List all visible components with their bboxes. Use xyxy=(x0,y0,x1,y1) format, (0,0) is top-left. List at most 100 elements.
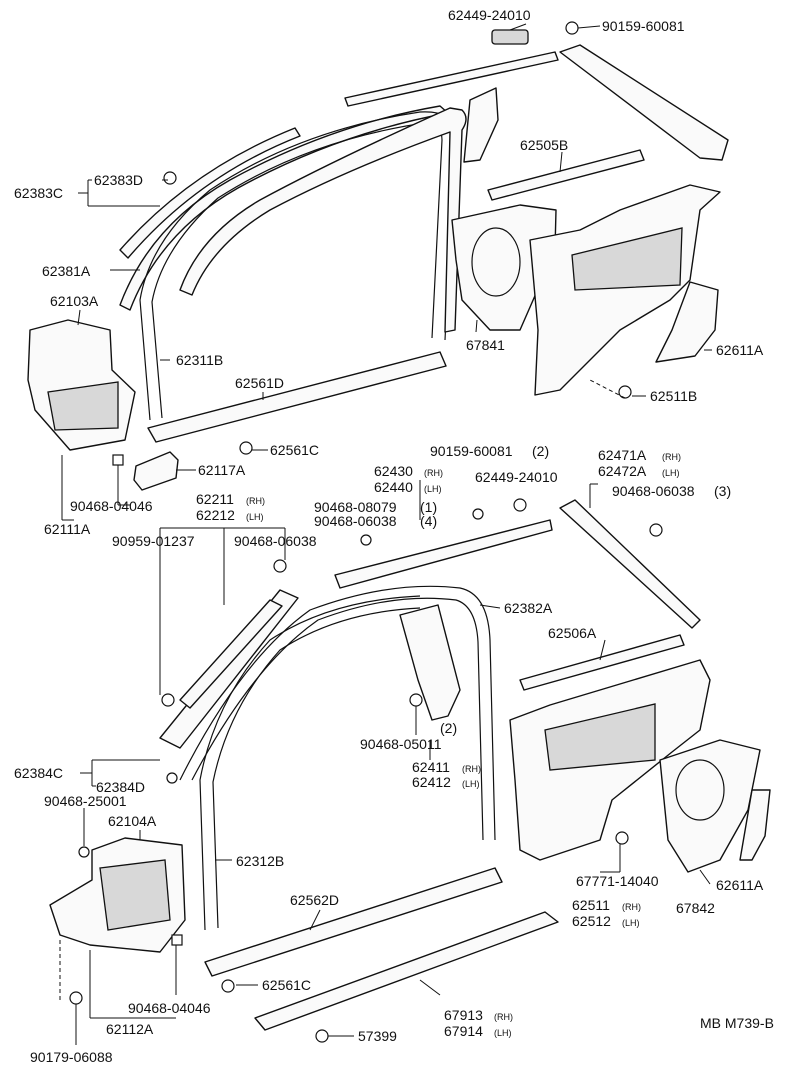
top-assembly xyxy=(27,21,729,491)
label-62411: 62411 xyxy=(412,759,450,775)
roof-molding-upper xyxy=(344,51,559,107)
trim-cover-62611a-bottom xyxy=(739,789,771,861)
label-62311b: 62311B xyxy=(176,352,223,368)
roof-rail-62430 xyxy=(334,519,553,589)
clip-90468-05011 xyxy=(409,693,423,707)
pillar-garnish-62471a xyxy=(559,499,701,629)
label-90159-60081-top: 90159-60081 xyxy=(602,18,685,34)
label-90468-08079: 90468-08079 xyxy=(314,499,397,515)
label-62449-24010-mid: 62449-24010 xyxy=(475,469,558,485)
label-62562d: 62562D xyxy=(290,892,339,908)
label-90468-06038-mid-qty: (4) xyxy=(420,513,437,529)
label-90468-08079-qty: (1) xyxy=(420,499,437,515)
label-62382a: 62382A xyxy=(504,600,553,616)
cowl-side-inner-62104a xyxy=(99,859,171,931)
leader-lines xyxy=(59,23,712,1045)
trim-strip-62505b xyxy=(487,149,645,201)
clip-90468-25001 xyxy=(78,846,90,858)
speaker-opening-67842 xyxy=(675,759,725,821)
label-90468-05011: 90468-05011 xyxy=(360,736,442,752)
label-62512: 62512 xyxy=(572,913,611,929)
clip-62511b xyxy=(618,385,632,399)
quarter-panel-67841 xyxy=(451,204,557,331)
label-62561c-top: 62561C xyxy=(270,442,319,458)
label-90468-25001: 90468-25001 xyxy=(44,793,127,809)
label-90468-06038-mid: 90468-06038 xyxy=(314,513,397,529)
label-90468-04046-bottom: 90468-04046 xyxy=(128,1000,211,1016)
label-62383c: 62383C xyxy=(14,185,63,201)
label-62561c-bottom: 62561C xyxy=(262,977,311,993)
clip-62449-24010-mid xyxy=(513,498,527,512)
label-62561d: 62561D xyxy=(235,375,284,391)
rear-pillar-upper xyxy=(463,87,499,163)
clip-57399 xyxy=(315,1029,329,1043)
cover-62117a xyxy=(133,451,179,491)
label-67914: 67914 xyxy=(444,1023,483,1039)
clip-62561c-bottom xyxy=(221,979,235,993)
trim-strip-62506a xyxy=(519,634,685,691)
clip-90468-06038-left xyxy=(273,559,287,573)
upper-frame-trim xyxy=(179,107,467,333)
label-62103a: 62103A xyxy=(50,293,99,309)
clip-90468-04046-bottom xyxy=(171,934,183,946)
label-90468-06038-right-qty: (3) xyxy=(714,483,731,499)
clip-62561c-top xyxy=(239,441,253,455)
label-62212: 62212 xyxy=(196,507,235,523)
label-67913: 67913 xyxy=(444,1007,483,1023)
label-57399: 57399 xyxy=(358,1028,397,1044)
label-90468-06038-left: 90468-06038 xyxy=(234,533,317,549)
label-62211-side: (RH) xyxy=(246,496,265,506)
rear-quarter-trim-pocket xyxy=(571,227,683,291)
label-62471a: 62471A xyxy=(598,447,647,463)
cowl-side-inner-62103a xyxy=(47,381,119,431)
label-62411-side: (RH) xyxy=(462,764,481,774)
label-62440-side: (LH) xyxy=(424,484,442,494)
weatherstrip-62312b xyxy=(199,595,421,931)
part-labels: 62449-24010 90159-60081 62505B 62383D 62… xyxy=(14,7,774,1065)
label-62212-side: (LH) xyxy=(246,512,264,522)
roof-garnish-right xyxy=(559,44,729,161)
scuff-plate-62562d xyxy=(204,867,503,977)
weatherstrip-62312b-inner xyxy=(212,607,421,929)
label-62472a-side: (LH) xyxy=(662,468,680,478)
speaker-opening-67841 xyxy=(471,227,521,297)
label-90468-06038-right: 90468-06038 xyxy=(612,483,695,499)
label-62112a: 62112A xyxy=(106,1021,154,1037)
label-62312b: 62312B xyxy=(236,853,284,869)
label-62471a-side: (RH) xyxy=(662,452,681,462)
label-67842: 67842 xyxy=(676,900,715,916)
center-pillar-62211 xyxy=(159,589,299,749)
label-62506a: 62506A xyxy=(548,625,597,641)
label-62384c: 62384C xyxy=(14,765,63,781)
cowl-side-trim-62111a xyxy=(27,319,136,451)
clip-62384d xyxy=(166,772,178,784)
trim-cover-62611a-top xyxy=(655,281,719,363)
clip-90959-01237 xyxy=(161,693,175,707)
label-62505b: 62505B xyxy=(520,137,568,153)
label-62211: 62211 xyxy=(196,491,234,507)
diagram-code: MB M739-B xyxy=(700,1015,774,1031)
label-62611a-top: 62611A xyxy=(716,342,764,358)
label-67771-14040: 67771-14040 xyxy=(576,873,659,889)
label-90179-06088: 90179-06088 xyxy=(30,1049,113,1065)
center-pillar-62211-inner xyxy=(179,599,283,709)
label-90468-05011-qty: (2) xyxy=(440,720,457,736)
clip-62383d xyxy=(163,171,177,185)
screw-90159-60081-mid xyxy=(472,508,484,520)
label-62412-side: (LH) xyxy=(462,779,480,789)
label-62381a: 62381A xyxy=(42,263,91,279)
label-62430: 62430 xyxy=(374,463,413,479)
label-62472a: 62472A xyxy=(598,463,647,479)
clip-90468-08079 xyxy=(360,534,372,546)
label-62111a: 62111A xyxy=(44,521,91,537)
label-62104a: 62104A xyxy=(108,813,157,829)
bottom-assembly xyxy=(49,498,771,1043)
label-62611a-bottom: 62611A xyxy=(716,877,764,893)
label-62383d: 62383D xyxy=(94,172,143,188)
rear-quarter-trim-lower-pocket xyxy=(544,703,656,771)
label-90468-04046-top: 90468-04046 xyxy=(70,498,153,514)
label-62511-side: (RH) xyxy=(622,902,641,912)
screw-90159-60081-top xyxy=(565,21,579,35)
pillar-trim-62411 xyxy=(399,604,461,721)
